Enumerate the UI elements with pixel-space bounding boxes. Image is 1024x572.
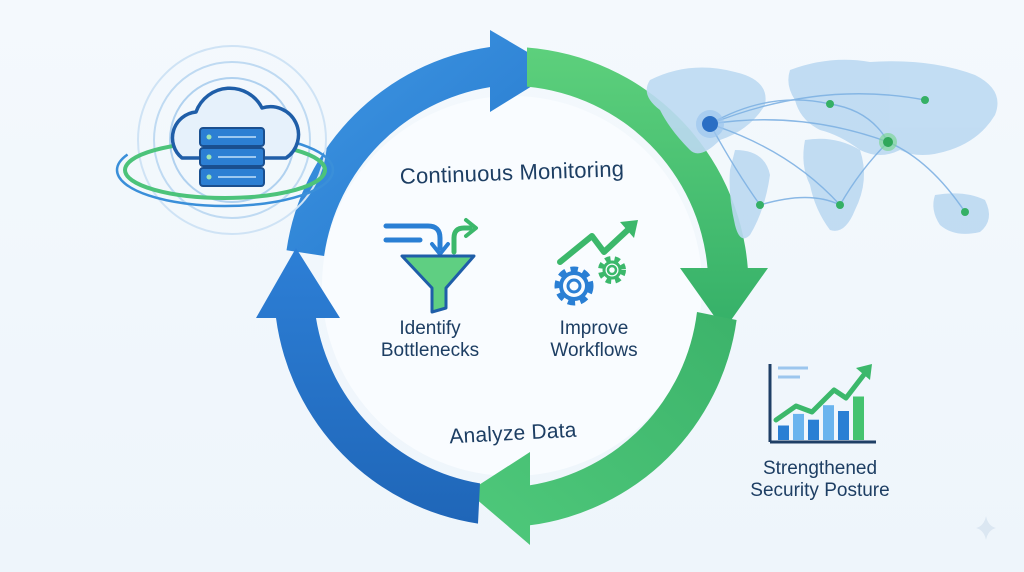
outcome-line1: Strengthened (762, 458, 878, 479)
cycle-arrow-left (256, 248, 480, 524)
step-improve-line2: Workflows (550, 339, 638, 361)
bar-chart-icon-bar (853, 396, 864, 440)
bar-chart-icon-bar (823, 405, 834, 440)
step-improve-line1: Improve (559, 318, 629, 339)
gears-trend-icon (554, 220, 638, 306)
cycle-arrow-right (527, 47, 768, 330)
bar-chart-icon-bar (808, 419, 819, 440)
rising-bar-chart-icon (768, 364, 876, 444)
cloud-server-icon (115, 45, 335, 235)
step-identify-line2: Bottlenecks (380, 339, 480, 361)
world-network-map-icon (646, 59, 998, 239)
outcome-strengthened-security-posture: Strengthened Security Posture (716, 458, 924, 502)
step-identify-bottlenecks: Identify Bottlenecks (360, 318, 500, 362)
bar-chart-icon-bar (793, 413, 804, 440)
step-improve-workflows: Improve Workflows (524, 318, 664, 362)
cycle-center-area (322, 96, 702, 476)
bar-chart-icon-bar (778, 425, 789, 440)
cycle-arrow-bottom (468, 312, 737, 545)
outcome-line2: Security Posture (750, 479, 890, 501)
cycle-arrow-top (286, 30, 558, 256)
sparkle-icon (976, 516, 996, 540)
funnel-icon (383, 218, 478, 314)
step-identify-line1: Identify (399, 318, 461, 339)
bar-chart-icon-bar (838, 411, 849, 440)
